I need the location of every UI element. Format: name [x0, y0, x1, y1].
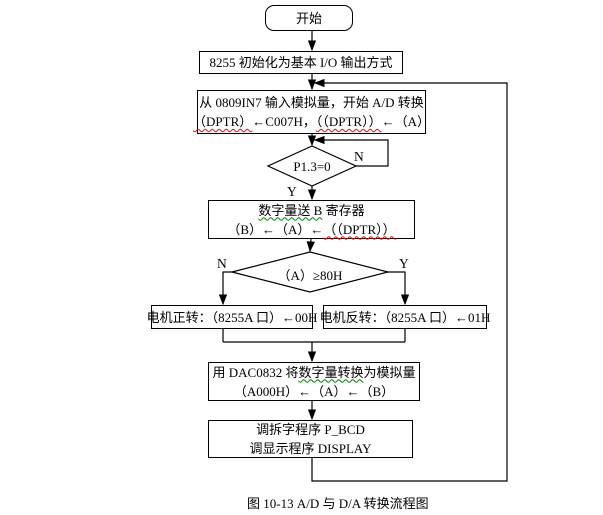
node-motor-forward: 电机正转：（8255A 口）←00H: [147, 305, 317, 329]
adc-line2-part4: ←（A）: [381, 114, 430, 129]
edge-store-to-compare: [306, 238, 315, 253]
branch-label-compare-no: N: [217, 256, 227, 271]
node-dac-convert: 用 DAC0832 将数字量转换为模拟量 （A000H）←（A）←（B）: [208, 362, 420, 401]
adc-line2-part3: （（DPTR））: [315, 114, 382, 129]
decision-compare-diamond: [231, 251, 389, 293]
node-start: 开始: [265, 5, 353, 31]
decision-poll-diamond: [266, 145, 358, 187]
figure-caption: 图 10-13 A/D 与 D/A 转换流程图: [247, 496, 429, 511]
dac-line1-part2: 数字量转换: [298, 364, 364, 380]
node-display-line2: 调显示程序 DISPLAY: [249, 441, 372, 456]
node-init-8255: 8255 初始化为基本 I/O 输出方式: [199, 51, 403, 74]
node-adc-line2: （DPTR）←C007H，（（DPTR））←（A）: [193, 112, 430, 131]
store-line2-part1: （B）←（A）←: [227, 221, 324, 237]
branch-label-compare-yes: Y: [399, 256, 409, 271]
node-start-label: 开始: [295, 10, 322, 26]
node-adc-line1: 从 0809IN7 输入模拟量，开始 A/D 转换: [199, 95, 424, 110]
decision-compare-label: （A）≥80H: [277, 268, 343, 283]
node-display-subroutines: 调拆字程序 P_BCD 调显示程序 DISPLAY: [208, 420, 413, 458]
decision-poll-label: P1.3=0: [293, 159, 331, 174]
edge-display-feedback-loop: [311, 78, 508, 482]
edge-poll-no-loop: [313, 135, 389, 167]
node-motor-reverse-label: 电机反转：（8255A 口）←01H: [319, 309, 491, 325]
dac-line1-part3: 为模拟量: [363, 364, 416, 380]
node-dac-line2: （A000H）←（A）←（B）: [233, 383, 395, 399]
node-store-line2: （B）←（A）←（（DPTR））: [227, 220, 395, 239]
node-init-label: 8255 初始化为基本 I/O 输出方式: [209, 55, 393, 70]
store-line1-part1: 数字量送 B: [258, 202, 323, 218]
dac-line1-part1: 用 DAC0832 将: [212, 364, 299, 380]
branch-label-poll-no: N: [354, 149, 364, 164]
adc-line2-part1: （DPTR）: [193, 114, 253, 129]
store-line2-part2: （（DPTR））: [323, 221, 396, 237]
node-store-b: 数字量送 B 寄存器 （B）←（A）←（（DPTR））: [208, 200, 415, 239]
node-store-line1: 数字量送 B 寄存器: [258, 201, 364, 220]
node-motor-forward-label: 电机正转：（8255A 口）←00H: [146, 309, 318, 325]
node-adc-input: 从 0809IN7 输入模拟量，开始 A/D 转换 （DPTR）←C007H，（…: [193, 90, 430, 134]
adc-line2-part2: ←C007H，: [252, 114, 316, 129]
node-display-line1: 调拆字程序 P_BCD: [256, 422, 365, 437]
node-motor-reverse: 电机反转：（8255A 口）←01H: [320, 305, 490, 329]
store-line1-part2: 寄存器: [322, 202, 365, 218]
node-dac-line1: 用 DAC0832 将数字量转换为模拟量: [213, 363, 416, 382]
edge-compare-no-to-forward: [218, 271, 232, 306]
edge-compare-yes-to-reverse: [388, 271, 410, 306]
branch-label-poll-yes: Y: [287, 184, 297, 199]
